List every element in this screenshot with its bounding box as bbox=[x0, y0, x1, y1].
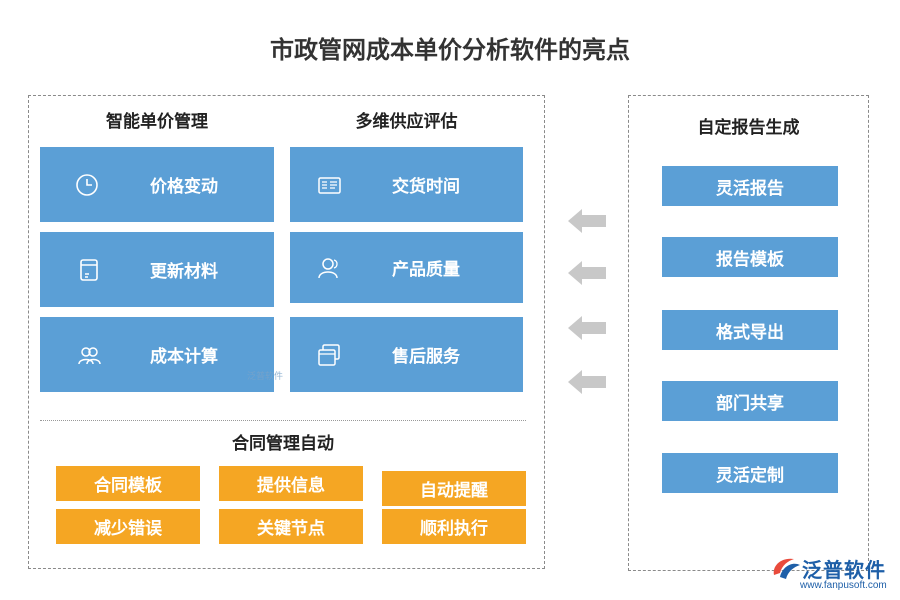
report-item: 灵活定制 bbox=[662, 453, 838, 493]
report-item: 报告模板 bbox=[662, 237, 838, 277]
section-title-report: 自定报告生成 bbox=[697, 118, 800, 138]
left-arrow-icon bbox=[568, 261, 606, 285]
brand-url: www.fanpusoft.com bbox=[800, 580, 887, 591]
feature-box-delivery-time: 交货时间 bbox=[290, 147, 523, 222]
section-title-supply-eval: 多维供应评估 bbox=[355, 112, 458, 132]
feature-label: 更新材料 bbox=[150, 262, 218, 282]
clock-icon bbox=[76, 173, 98, 196]
contract-item: 合同模板 bbox=[56, 466, 200, 501]
feature-label: 交货时间 bbox=[392, 177, 460, 197]
left-arrow-icon bbox=[568, 316, 606, 340]
left-arrow-icon bbox=[568, 370, 606, 394]
feature-box-price-change: 价格变动 bbox=[40, 147, 274, 222]
feature-box-update-materials: 更新材料 bbox=[40, 232, 274, 307]
feature-label: 产品质量 bbox=[392, 260, 460, 280]
document-icon bbox=[80, 258, 98, 281]
contract-item: 顺利执行 bbox=[382, 509, 526, 544]
brand-logo-icon bbox=[773, 558, 800, 579]
id-card-icon bbox=[318, 176, 341, 194]
contract-item: 提供信息 bbox=[219, 466, 363, 501]
feature-label: 成本计算 bbox=[150, 347, 218, 367]
contract-item: 自动提醒 bbox=[382, 471, 526, 506]
section-divider bbox=[40, 420, 526, 421]
contract-item: 减少错误 bbox=[56, 509, 200, 544]
contract-item: 关键节点 bbox=[219, 509, 363, 544]
brand-name: 泛普软件 bbox=[802, 558, 886, 582]
windows-icon bbox=[318, 343, 340, 366]
report-item: 格式导出 bbox=[662, 310, 838, 350]
feature-box-cost-calc: 成本计算 bbox=[40, 317, 274, 392]
section-title-smart-price: 智能单价管理 bbox=[106, 112, 208, 132]
left-arrow-icon bbox=[568, 209, 606, 233]
section-title-contract: 合同管理自动 bbox=[232, 434, 334, 454]
person-icon bbox=[318, 257, 338, 278]
people-icon bbox=[78, 346, 101, 364]
feature-box-product-quality: 产品质量 bbox=[290, 232, 523, 303]
report-item: 部门共享 bbox=[662, 381, 838, 421]
left-panel bbox=[28, 95, 545, 569]
feature-box-after-sales: 售后服务 bbox=[290, 317, 523, 392]
right-panel bbox=[628, 95, 869, 571]
watermark: 泛普软件 bbox=[247, 372, 284, 382]
page-title: 市政管网成本单价分析软件的亮点 bbox=[270, 36, 630, 64]
feature-label: 价格变动 bbox=[150, 177, 218, 197]
feature-label: 售后服务 bbox=[392, 347, 460, 367]
report-item: 灵活报告 bbox=[662, 166, 838, 206]
